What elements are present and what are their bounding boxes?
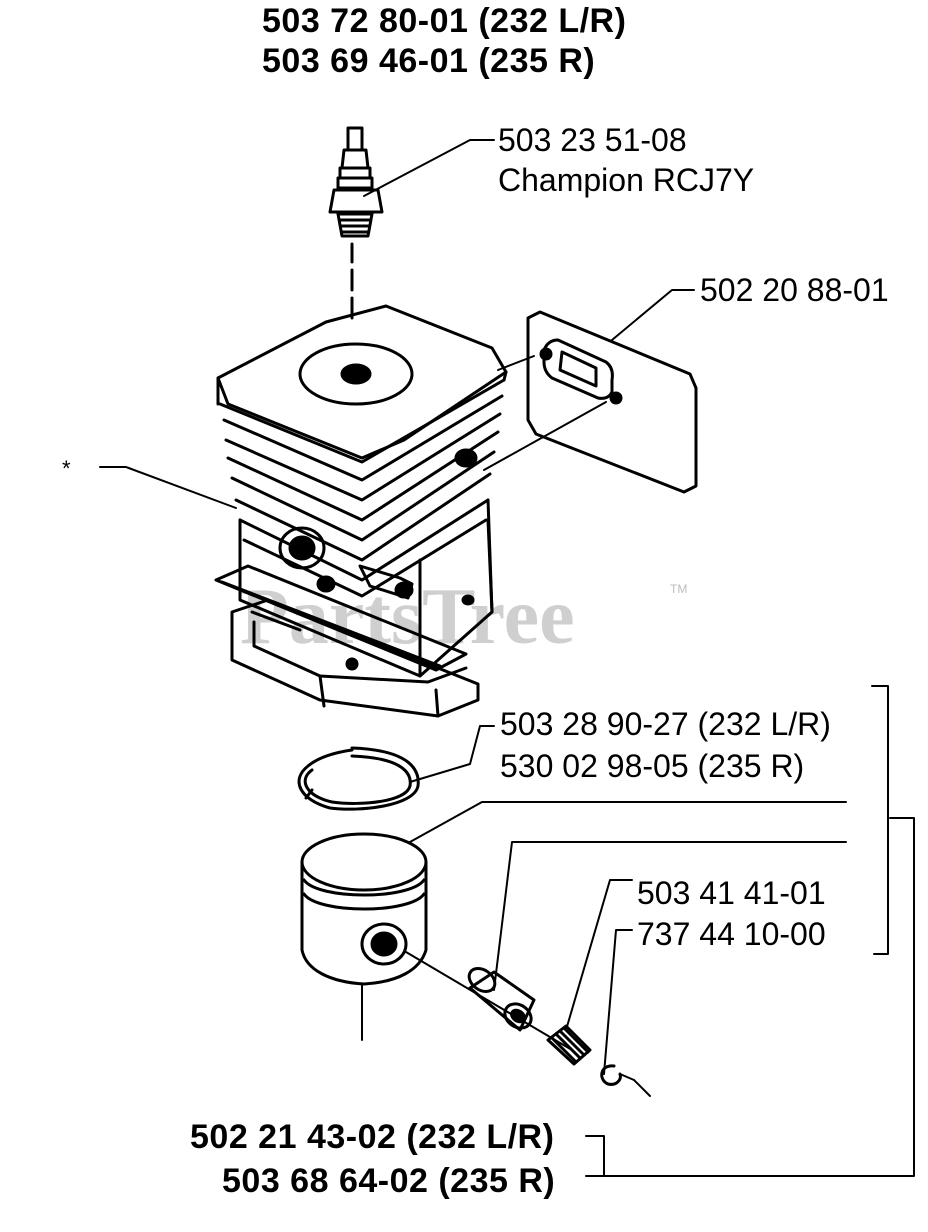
piston-part-235: 503 68 64-02 (235 R) <box>222 1162 556 1200</box>
header-part-232: 503 72 80-01 (232 L/R) <box>262 2 627 40</box>
circlip-drawing <box>600 1064 651 1097</box>
cylinder-drawing <box>214 304 508 718</box>
header-part-235: 503 69 46-01 (235 R) <box>262 42 596 80</box>
gasket-part-number: 502 20 88-01 <box>700 272 889 308</box>
spark-plug-description: Champion RCJ7Y <box>498 162 755 198</box>
circlip-part-number: 737 44 10-00 <box>637 916 826 952</box>
spark-plug-part-number: 503 23 51-08 <box>498 122 687 158</box>
piston-pin-drawing <box>467 967 536 1032</box>
piston-ring-drawing <box>297 746 420 811</box>
piston-ring-part-235: 530 02 98-05 (235 R) <box>500 748 805 784</box>
bearing-part-number: 503 41 41-01 <box>637 875 826 911</box>
cylinder-asterisk: * <box>62 456 71 481</box>
exhaust-gasket-drawing <box>526 310 698 494</box>
watermark-trademark: TM <box>670 582 688 596</box>
piston-part-232: 502 21 43-02 (232 L/R) <box>190 1118 555 1156</box>
piston-drawing <box>300 832 573 1051</box>
spark-plug-drawing <box>328 126 384 320</box>
needle-bearing-drawing <box>546 1024 592 1066</box>
piston-ring-part-232: 503 28 90-27 (232 L/R) <box>500 706 831 742</box>
